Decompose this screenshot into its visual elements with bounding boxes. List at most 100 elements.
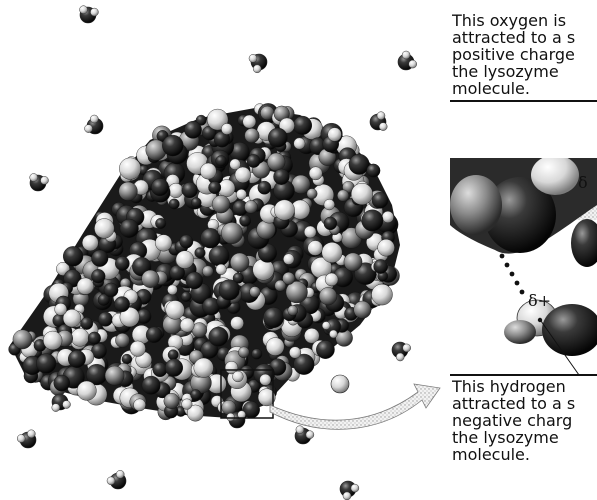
atom [221,222,242,243]
atom [200,163,216,179]
atom [182,399,193,410]
atom [221,123,232,134]
atom [243,115,256,128]
atom [304,226,316,238]
atom [105,366,124,385]
atom [274,169,290,185]
atom [231,317,244,330]
atom [216,264,227,275]
atom [98,312,112,326]
atom [63,246,83,266]
atom [257,220,276,239]
hydrogen-caption-line: negative charg [452,412,597,429]
atom [378,239,395,256]
atom [250,287,261,298]
atom [184,121,201,138]
atom [81,317,93,329]
atom [251,349,262,360]
atom [120,219,139,238]
atom [166,301,185,320]
atom [77,278,94,295]
atom [36,354,56,374]
inset-closeup [450,155,597,358]
atom [260,374,271,385]
atom [240,215,251,226]
oxygen-caption-line: This oxygen is [452,12,597,29]
water-molecule-icon [331,375,349,393]
atom [115,333,129,347]
atom [238,347,249,358]
water-molecule-icon [295,426,314,444]
atom [167,285,177,295]
atom [263,307,283,327]
water-molecule-icon [249,54,267,73]
atom [209,327,228,346]
water-molecule-icon [80,6,99,23]
atom [245,128,260,143]
water-molecule-icon [85,115,104,134]
atom [283,272,295,284]
atom [325,273,338,286]
atom [114,297,129,312]
hydrogen-caption: This hydrogen attracted to a s negative … [452,378,597,463]
atom [212,195,230,213]
atom [55,303,67,315]
water-molecule-icon [30,174,49,192]
partial-negative-label: δ [578,173,588,192]
water-molecule-icon [340,481,359,500]
water-molecule-icon [370,112,387,131]
atom [169,183,184,198]
oxygen-caption: This oxygen is attracted to a s positive… [452,12,597,97]
atom [134,399,146,411]
atom [307,189,317,199]
water-molecule-icon [227,411,246,428]
atom [274,200,294,220]
oxygen-caption-rule [450,100,597,102]
atom [180,318,194,332]
atom [155,218,166,229]
atom [230,253,249,272]
atom [119,182,138,201]
atom [68,350,85,367]
atom [289,347,301,359]
atom [54,375,70,391]
atom [202,266,213,277]
atom [94,219,114,239]
atom [146,327,162,343]
atom [337,190,349,202]
atom [374,259,388,273]
atom [155,235,172,252]
partial-positive-label: δ+ [528,291,551,310]
hydrogen-caption-line: the lysozyme [452,429,597,446]
atom [294,138,305,149]
atom [309,167,322,180]
atom [247,154,260,167]
atom [308,241,323,256]
atom [182,182,198,198]
atom [168,350,178,360]
water-molecule-icon [52,394,71,412]
atom [209,246,229,266]
atom [372,284,393,305]
atom [283,254,294,265]
atom [164,393,180,409]
atom [288,305,298,315]
atom [344,253,362,271]
atom [235,167,251,183]
atom [186,272,203,289]
atom [382,211,394,223]
oxygen-caption-line: attracted to a s [452,29,597,46]
atom [162,135,183,156]
atom [194,358,214,378]
atom [88,332,101,345]
atom [195,248,206,259]
atom [319,287,337,305]
atom [122,354,132,364]
lysozyme-molecule [9,103,400,422]
atom [324,199,335,210]
atom [236,189,246,199]
atom [153,362,167,376]
atom [253,259,274,280]
atom [191,390,202,401]
atom [176,251,194,269]
